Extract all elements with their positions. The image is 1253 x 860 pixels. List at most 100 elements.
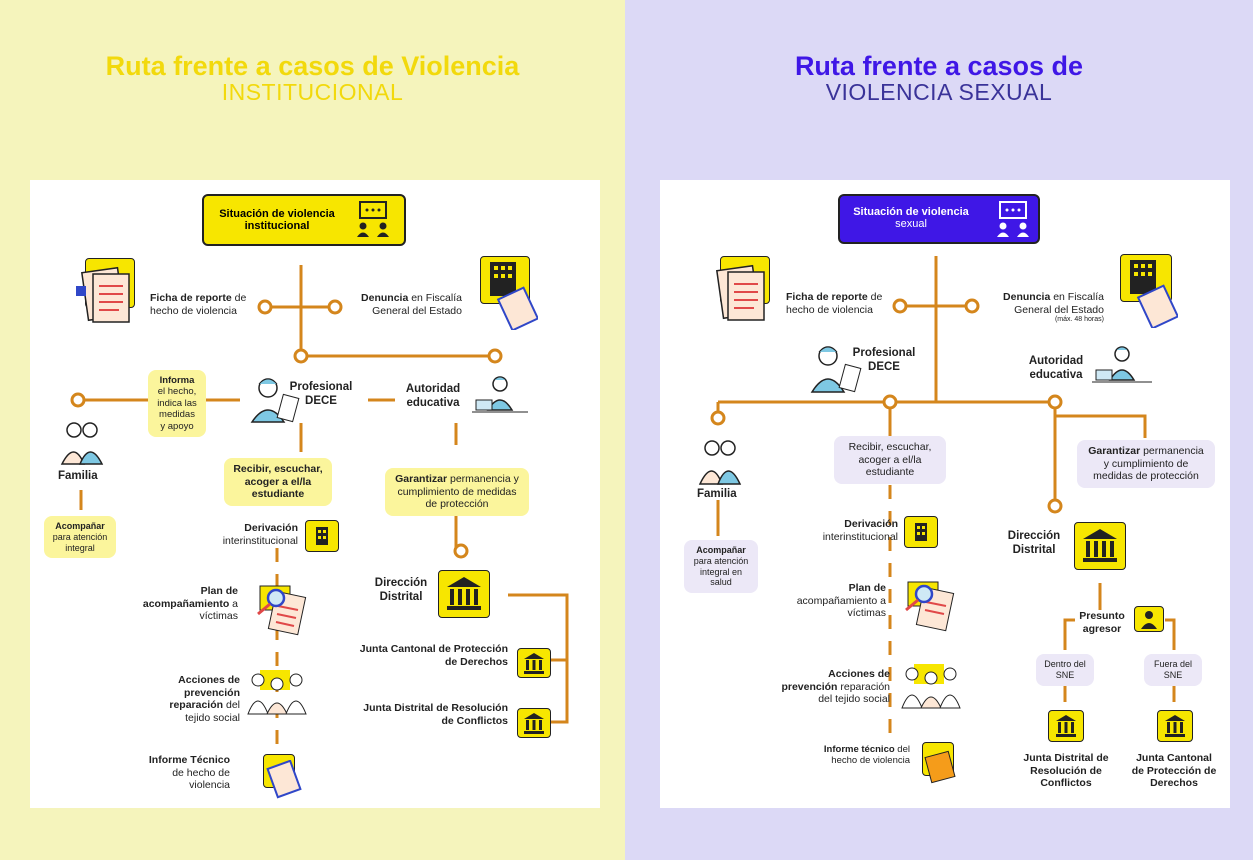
right-informe-label: Informe técnico del hecho de violencia xyxy=(810,744,910,767)
left-recibir-box: Recibir, escuchar, acoger a el/la estudi… xyxy=(224,458,332,506)
left-denuncia-label: Denuncia en Fiscalía General del Estado xyxy=(346,292,462,317)
magnifier-document-icon xyxy=(257,585,307,636)
left-acompanar-bold: Acompañar xyxy=(55,521,105,531)
right-denuncia-label: Denuncia en Fiscalía General del Estado(… xyxy=(982,291,1104,325)
right-acciones-bold: Acciones de prevención xyxy=(781,668,890,693)
right-connector-lines xyxy=(710,256,1176,740)
right-ficha-bold: Ficha de reporte xyxy=(786,291,868,303)
left-plan-label: Plan de acompañamiento a víctimas xyxy=(138,585,238,623)
right-district-building-icon xyxy=(1074,522,1126,570)
right-junta-cantonal-label: Junta Cantonal de Protección de Derechos xyxy=(1131,752,1217,790)
left-informa-bold: Informa xyxy=(159,375,195,386)
right-dentro-box: Dentro del SNE xyxy=(1036,654,1094,686)
left-plan-rest: a víctimas xyxy=(199,597,238,623)
right-plan-rest: acompañamiento a víctimas xyxy=(796,594,886,620)
dece-professional-icon xyxy=(250,378,300,423)
left-acompanar-box: Acompañar para atención integral xyxy=(44,516,116,559)
document-sheets-icon xyxy=(76,266,130,323)
left-junta-distrital-label: Junta Distrital de Resolución de Conflic… xyxy=(363,702,508,727)
right-junta-cantonal-icon xyxy=(1157,710,1193,742)
right-acciones-label: Acciones de prevención reparación del te… xyxy=(772,668,890,706)
building-document-icon xyxy=(490,262,538,330)
district-building-icon xyxy=(438,570,490,618)
right-recibir-box: Recibir, escuchar, acoger a el/la estudi… xyxy=(834,436,946,484)
left-garantizar-box: Garantizar permanencia y cumplimiento de… xyxy=(385,468,529,516)
right-derivacion-rest: interinstitucional xyxy=(822,530,898,543)
left-title: Ruta frente a casos de Violencia INSTITU… xyxy=(0,51,625,106)
left-panel: Ruta frente a casos de Violencia INSTITU… xyxy=(0,0,625,860)
right-informe-bold: Informe técnico xyxy=(823,744,895,755)
left-informe-label: Informe Técnico de hecho de violencia xyxy=(140,754,230,792)
right-fuera-box: Fuera del SNE xyxy=(1144,654,1202,686)
right-plan-label: Plan de acompañamiento a víctimas xyxy=(778,582,886,620)
people-chat-icon xyxy=(357,201,389,237)
left-start-text: Situación de violencia institucional xyxy=(219,208,335,232)
right-familia-label: Familia xyxy=(697,488,737,500)
authority-laptop-icon xyxy=(472,376,528,413)
junta-distrital-icon xyxy=(517,708,551,738)
right-denuncia-note: (máx. 48 horas) xyxy=(1054,316,1104,324)
left-garantizar-rest: permanencia y cumplimiento de medidas de… xyxy=(397,473,519,511)
right-presunto-label: Presunto agresor xyxy=(1079,610,1125,635)
right-title: Ruta frente a casos de VIOLENCIA SEXUAL xyxy=(625,52,1253,106)
right-ficha-rest: de hecho de violencia xyxy=(786,291,883,316)
left-acciones-label: Acciones de prevención reparación del te… xyxy=(142,674,240,724)
left-ficha-rest: de hecho de violencia xyxy=(150,292,247,317)
right-informe-rest: del hecho de violencia xyxy=(831,744,910,767)
clipboard-icon xyxy=(266,760,302,799)
aggressor-person-icon xyxy=(1134,606,1164,632)
right-community-group-icon xyxy=(901,664,961,709)
right-ficha-label: Ficha de reporte de hecho de violencia xyxy=(786,291,896,316)
right-derivacion-bold: Derivación xyxy=(844,518,898,530)
right-title-light: VIOLENCIA SEXUAL xyxy=(825,79,1053,106)
right-acompanar-box: Acompañar para atención integral en salu… xyxy=(684,540,758,594)
left-derivacion-rest: interinstitucional xyxy=(222,534,298,547)
right-family-icon xyxy=(698,440,742,485)
right-document-sheets-icon xyxy=(715,264,765,321)
left-junta-cantonal-label: Junta Cantonal de Protección de Derechos xyxy=(359,643,508,668)
community-group-icon xyxy=(247,670,307,715)
left-flow-card: Situación de violencia institucional Fic… xyxy=(30,180,600,808)
right-junta-distrital-label: Junta Distrital de Resolución de Conflic… xyxy=(1023,752,1109,790)
left-ficha-bold: Ficha de reporte xyxy=(150,292,232,304)
right-profesional-label: Profesional DECE xyxy=(852,347,916,373)
right-autoridad-label: Autoridad educativa xyxy=(1028,355,1084,381)
right-derivacion-label: Derivación interinstitucional xyxy=(810,518,898,543)
right-garantizar-bold: Garantizar xyxy=(1088,445,1141,457)
left-derivacion-label: Derivación interinstitucional xyxy=(206,522,298,547)
right-building-document-icon xyxy=(1130,260,1178,328)
left-plan-bold: Plan de acompañamiento xyxy=(142,585,238,610)
left-derivacion-bold: Derivación xyxy=(244,522,298,534)
left-informe-bold: Informe Técnico xyxy=(148,754,230,766)
left-title-light: INSTITUCIONAL xyxy=(221,79,404,106)
right-magnifier-document-icon xyxy=(905,581,955,632)
left-familia-label: Familia xyxy=(58,470,98,482)
right-start-rest: sexual xyxy=(895,218,927,230)
left-autoridad-label: Autoridad educativa xyxy=(405,383,461,409)
left-direccion-label: Dirección Distrital xyxy=(374,577,428,603)
left-start-box: Situación de violencia institucional xyxy=(202,194,406,246)
right-acompanar-rest: para atención integral en salud xyxy=(693,555,749,588)
right-direccion-label: Dirección Distrital xyxy=(1007,530,1061,556)
right-denuncia-rest: en Fiscalía General del Estado xyxy=(1014,291,1104,316)
right-report-folder-icon xyxy=(924,750,956,784)
left-ficha-label: Ficha de reporte de hecho de violencia xyxy=(150,292,260,317)
left-profesional-label: Profesional DECE xyxy=(289,381,353,407)
right-acciones-rest: reparación del tejido social xyxy=(818,680,890,706)
left-acciones-rest: del tejido social xyxy=(185,699,240,724)
right-acompanar-bold: Acompañar xyxy=(696,545,746,555)
right-authority-laptop-icon xyxy=(1092,346,1152,383)
left-acompanar-rest: para atención integral xyxy=(52,531,108,553)
right-plan-bold: Plan de xyxy=(848,582,886,594)
derivacion-building-icon xyxy=(305,520,339,552)
left-acciones-bold: Acciones de prevención reparación xyxy=(169,674,240,712)
junta-cantonal-icon xyxy=(517,648,551,678)
left-informa-box: Informa el hecho, indica las medidas y a… xyxy=(148,370,206,437)
right-garantizar-box: Garantizar permanencia y cumplimiento de… xyxy=(1077,440,1215,488)
family-icon xyxy=(60,422,104,465)
left-title-bold: Ruta frente a casos de Violencia xyxy=(105,51,520,81)
people-chat-icon-sexual xyxy=(997,201,1029,237)
